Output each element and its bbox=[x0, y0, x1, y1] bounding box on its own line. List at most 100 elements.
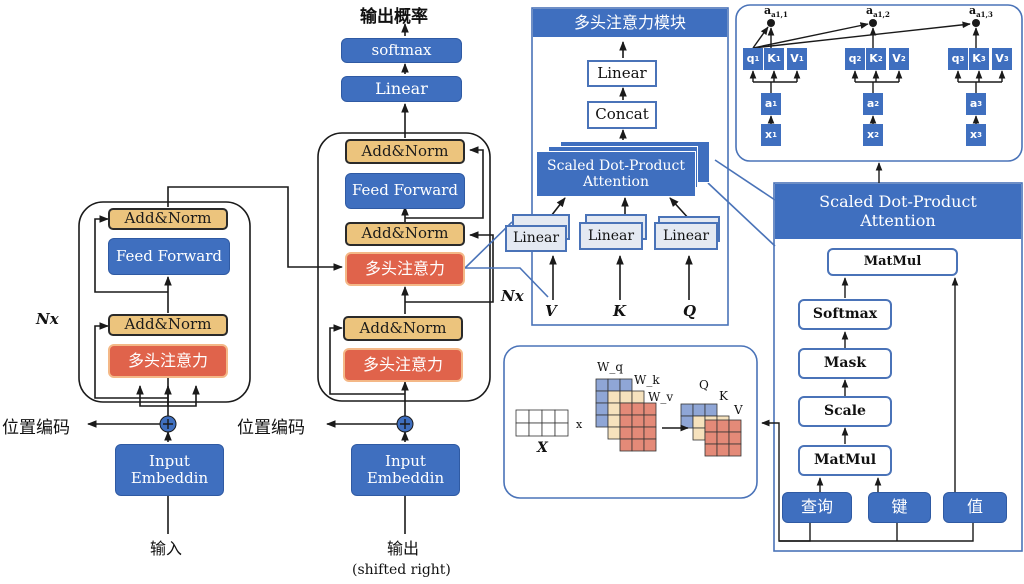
mha-input-q: Q bbox=[683, 302, 697, 320]
matrix-wq-cell bbox=[595, 378, 609, 392]
matrix-q-cell bbox=[680, 415, 694, 429]
input-embedding-line1: Input bbox=[149, 451, 190, 470]
matrix-wk-cell bbox=[607, 402, 621, 416]
decoder-feed-forward: Feed Forward bbox=[345, 173, 465, 209]
vector-symbol: K bbox=[767, 51, 776, 65]
matrix-v-cell bbox=[704, 419, 718, 433]
decoder-nx-label: Nx bbox=[501, 287, 524, 305]
vector-index: 3 bbox=[959, 54, 965, 63]
matrix-wv-cell bbox=[619, 438, 633, 452]
matrix-wv-cell bbox=[619, 426, 633, 440]
proj-q-label: Q bbox=[699, 378, 709, 392]
decoder-linear: Linear bbox=[341, 76, 462, 102]
matrix-x-cell bbox=[554, 409, 569, 424]
matrix-wv-cell bbox=[631, 438, 645, 452]
matrix-wv-cell bbox=[643, 402, 657, 416]
output-embedding-line1: Input bbox=[385, 451, 426, 470]
vector-index: 3 bbox=[1003, 54, 1009, 63]
sdpa-title-line1: Scaled Dot-Product bbox=[819, 192, 977, 212]
matrix-x-cell bbox=[528, 422, 543, 437]
vector-index: 2 bbox=[874, 130, 879, 139]
score-a11: aa1,1 bbox=[764, 4, 788, 20]
score-a12: aa1,2 bbox=[866, 4, 890, 20]
matrix-v-cell bbox=[704, 431, 718, 445]
score-a11-sub: a1,1 bbox=[771, 10, 788, 20]
vector-symbol: x bbox=[970, 127, 978, 141]
vector-symbol: a bbox=[764, 96, 773, 110]
matrix-wk-cell bbox=[607, 390, 621, 404]
sdpa-line2: Attention bbox=[583, 174, 649, 190]
matrix-wk-cell bbox=[607, 426, 621, 440]
decoder-cross-attention: 多头注意力 bbox=[345, 252, 465, 286]
vector-symbol: x bbox=[867, 127, 875, 141]
vector-index: 3 bbox=[977, 130, 982, 139]
vector-index: 1 bbox=[754, 54, 760, 63]
mha-concat: Concat bbox=[587, 101, 657, 129]
input-embedding-line2: Embeddin bbox=[130, 469, 209, 487]
mha-scaled-dot-product: Scaled Dot-Product Attention bbox=[536, 151, 696, 197]
encoder-nx-label: Nx bbox=[36, 310, 59, 328]
matrix-x-cell bbox=[528, 409, 543, 424]
matrix-x-cell bbox=[541, 409, 556, 424]
matrix-wk-cell bbox=[619, 390, 633, 404]
matrix-wv-cell bbox=[631, 426, 645, 440]
vector-symbol: a bbox=[866, 96, 875, 110]
mha-module-title: 多头注意力模块 bbox=[533, 9, 727, 37]
sdpa-scale: Scale bbox=[798, 396, 892, 427]
matrix-wv-cell bbox=[619, 402, 633, 416]
sdpa-softmax: Softmax bbox=[798, 299, 892, 330]
encoder-input-embedding: Input Embeddin bbox=[115, 444, 224, 496]
decoder-positional-encoding-label: 位置编码 bbox=[237, 418, 305, 438]
matrix-wv-cell bbox=[631, 402, 645, 416]
decoder-masked-attention: 多头注意力 bbox=[343, 348, 463, 382]
matrix-v-cell bbox=[728, 419, 742, 433]
matrix-k-cell bbox=[692, 415, 706, 429]
vector-index: 1 bbox=[775, 54, 781, 63]
proj-times: x bbox=[576, 418, 583, 431]
matrix-wk-cell bbox=[607, 414, 621, 428]
matrix-q-cell bbox=[704, 403, 718, 417]
vector-index: 2 bbox=[900, 54, 906, 63]
decoder-output-embedding: Input Embeddin bbox=[351, 444, 460, 496]
vector-symbol: a bbox=[969, 96, 978, 110]
sdpa-matmul-bottom: MatMul bbox=[798, 445, 892, 476]
sdpa-title-line2: Attention bbox=[860, 210, 936, 230]
vector-index: 2 bbox=[877, 54, 883, 63]
vector-index: 3 bbox=[977, 99, 983, 108]
mha-linear-k: Linear bbox=[579, 222, 643, 250]
score-a13-sub: a1,3 bbox=[976, 10, 993, 20]
score-a13: aa1,3 bbox=[969, 4, 993, 20]
matrix-wq-cell bbox=[607, 378, 621, 392]
vector-symbol: V bbox=[790, 51, 799, 65]
mha-linear-q: Linear bbox=[654, 222, 718, 250]
proj-wk-label: W_k bbox=[634, 373, 660, 387]
encoder-add-norm-top: Add&Norm bbox=[108, 208, 228, 230]
matrix-wv-cell bbox=[643, 426, 657, 440]
encoder-feed-forward: Feed Forward bbox=[108, 238, 230, 275]
sdpa-matmul-top: MatMul bbox=[827, 248, 958, 276]
matrix-v-cell bbox=[704, 443, 718, 457]
proj-wq-label: W_q bbox=[597, 360, 624, 374]
decoder-shifted-right-label: (shifted right) bbox=[352, 562, 451, 578]
decoder-add-norm-bottom: Add&Norm bbox=[343, 316, 463, 341]
vector-symbol: q bbox=[951, 51, 960, 65]
mha-linear: Linear bbox=[587, 60, 657, 87]
vector-symbol: V bbox=[892, 51, 901, 65]
sdpa-mask: Mask bbox=[798, 348, 892, 379]
matrix-v-cell bbox=[728, 431, 742, 445]
proj-wv-label: W_v bbox=[648, 390, 674, 404]
matrix-q-cell bbox=[692, 403, 706, 417]
